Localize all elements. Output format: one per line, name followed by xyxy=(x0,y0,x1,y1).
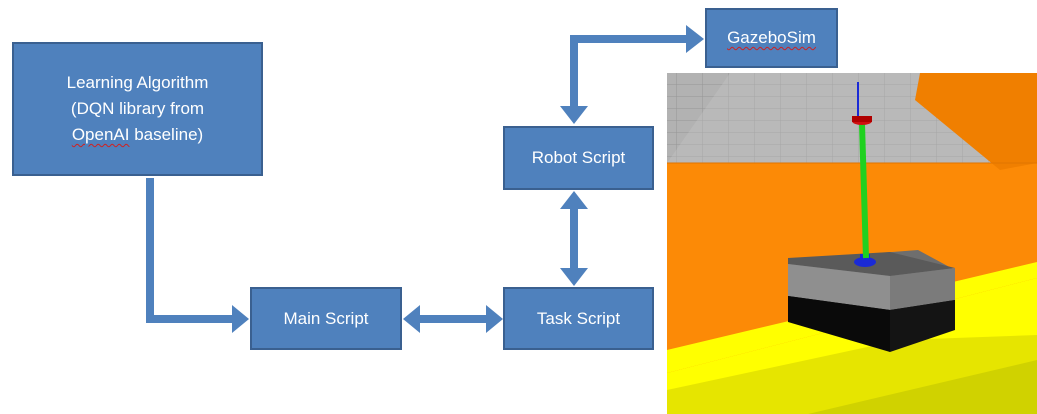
arrowhead-task-in xyxy=(486,305,503,333)
learning-algorithm-line1: Learning Algorithm xyxy=(66,73,209,92)
arrow-robot-gazebo xyxy=(570,35,686,106)
learning-algorithm-line3-rest: baseline) xyxy=(129,125,204,144)
sim-robot-cart xyxy=(788,250,955,352)
arrowhead-main-out xyxy=(403,305,420,333)
openai-word: OpenAI xyxy=(71,125,130,144)
task-script-box: Task Script xyxy=(503,287,654,350)
arrow-learning-to-main xyxy=(146,178,232,323)
learning-algorithm-box: Learning Algorithm (DQN library from Ope… xyxy=(12,42,263,176)
gazebosim-box: GazeboSim xyxy=(705,8,838,68)
arrowhead-robot-down xyxy=(560,191,588,209)
arrowhead-main-in xyxy=(232,305,249,333)
arrowhead-task-up xyxy=(560,268,588,286)
main-script-box: Main Script xyxy=(250,287,402,350)
gazebosim-label: GazeboSim xyxy=(727,28,816,47)
robot-script-box: Robot Script xyxy=(503,126,654,190)
arrowhead-gazebo-in xyxy=(686,25,704,53)
learning-algorithm-line2: (DQN library from xyxy=(70,99,205,118)
arrowhead-robot-up xyxy=(560,106,588,124)
learning-algorithm-line3: OpenAI baseline) xyxy=(72,122,203,148)
robot-script-label: Robot Script xyxy=(531,148,626,167)
main-script-label: Main Script xyxy=(283,308,369,328)
task-script-label: Task Script xyxy=(536,308,621,328)
sim-pole xyxy=(852,82,872,259)
